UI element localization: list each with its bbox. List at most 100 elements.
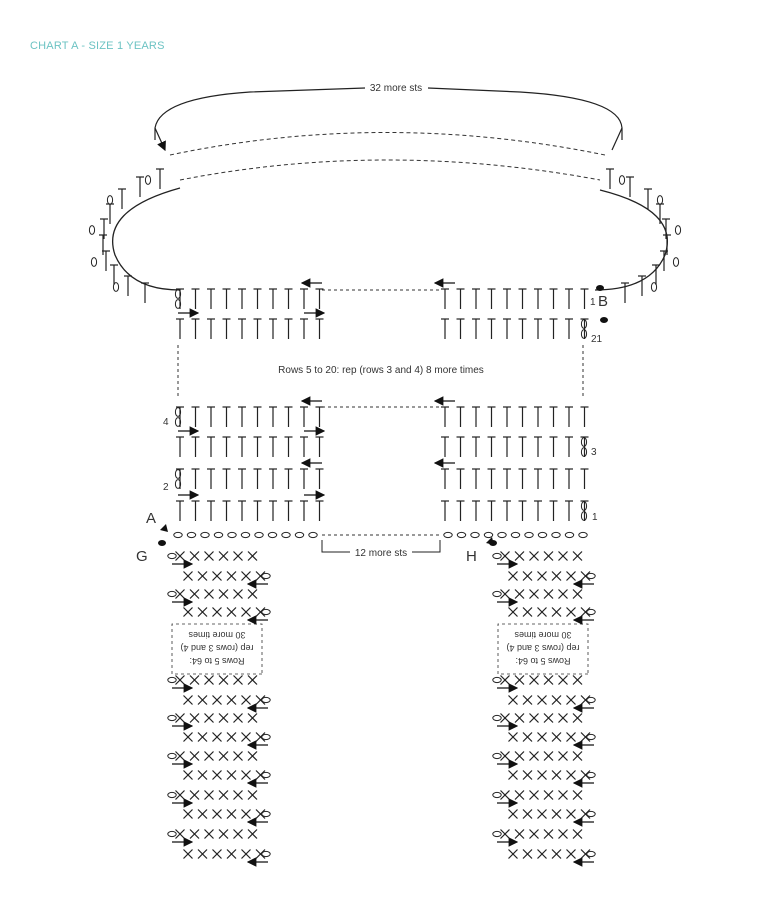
sc-stitch (522, 809, 533, 819)
sc-stitch (529, 675, 539, 685)
marker-g: G (136, 548, 148, 565)
chain-stitch (586, 696, 596, 704)
sc-stitch (580, 695, 591, 705)
chain-stitch (483, 531, 494, 539)
sc-stitch (189, 551, 200, 561)
sc-stitch (189, 675, 200, 685)
sc-stitch (218, 551, 229, 561)
chain-stitch (586, 810, 596, 818)
sc-stitch (508, 695, 518, 705)
chain-stitch (213, 531, 224, 539)
marker-triangle (160, 524, 168, 532)
sc-stitch (255, 571, 266, 581)
chain-stitch (267, 531, 278, 539)
sc-stitch (572, 790, 583, 800)
sc-stitch (226, 732, 237, 742)
sc-stitch (543, 551, 554, 561)
sc-stitch (514, 675, 525, 685)
sc-stitch (529, 589, 539, 599)
chain-stitch (174, 417, 182, 427)
chain-stitch (254, 531, 264, 539)
sc-stitch (551, 695, 562, 705)
chain-stitch (586, 733, 596, 741)
chain-stitch (261, 608, 271, 616)
chain-stitch (186, 531, 197, 539)
sc-stitch (218, 589, 229, 599)
sc-stitch (212, 809, 222, 819)
chain-stitch (200, 531, 210, 539)
chain-stitch (167, 590, 177, 598)
chain-stitch (294, 531, 305, 539)
row-label-1b: 1 (590, 297, 596, 308)
chain-stitch (167, 752, 177, 760)
sc-stitch (543, 751, 554, 761)
chain-stitch (492, 752, 502, 760)
sc-stitch (508, 732, 518, 742)
chain-stitch (106, 195, 114, 205)
chain-stitch (456, 531, 467, 539)
more-sts-bottom-label: 12 more sts (355, 548, 407, 559)
chain-stitch (492, 791, 502, 799)
sc-stitch (233, 551, 243, 561)
marker-dot (158, 540, 166, 546)
sc-stitch (537, 849, 547, 859)
sc-stitch (183, 770, 193, 780)
chain-stitch (261, 696, 271, 704)
sc-stitch (558, 713, 568, 723)
chain-stitch (261, 733, 271, 741)
sc-stitch (175, 675, 185, 685)
sc-stitch (197, 607, 208, 617)
chain-stitch (443, 531, 453, 539)
sc-stitch (255, 695, 266, 705)
sc-stitch (218, 790, 229, 800)
sc-stitch (514, 551, 525, 561)
sc-stitch (572, 713, 583, 723)
panel-dashed-connectors (177, 289, 584, 536)
sc-stitch (566, 809, 576, 819)
chain-stitch (174, 407, 182, 417)
sc-stitch (508, 849, 518, 859)
sc-stitch (233, 713, 243, 723)
sc-stitch (500, 551, 510, 561)
sc-stitch (255, 770, 266, 780)
sc-stitch (226, 571, 237, 581)
sc-stitch (580, 849, 591, 859)
chain-stitch (88, 225, 96, 235)
sc-stitch (529, 829, 539, 839)
sc-stitch (183, 571, 193, 581)
sc-stitch (566, 732, 576, 742)
sc-stitch (508, 770, 518, 780)
chain-stitch (580, 329, 588, 339)
chain-stitch (672, 257, 680, 267)
chain-stitch (167, 714, 177, 722)
sleeve-note-left-line1: Rows 5 to 64: (189, 656, 244, 666)
row-label-21: 21 (591, 334, 603, 345)
sc-stitch (558, 751, 568, 761)
sc-stitch (529, 713, 539, 723)
sc-stitch (175, 829, 185, 839)
sc-stitch (197, 732, 208, 742)
rows-repeat-label: Rows 5 to 20: rep (rows 3 and 4) 8 more … (278, 365, 484, 376)
chain-stitch (492, 590, 502, 598)
sc-stitch (537, 770, 547, 780)
sc-stitch (255, 607, 266, 617)
sc-stitch (226, 607, 237, 617)
sc-stitch (204, 829, 214, 839)
sc-stitch (226, 695, 237, 705)
chain-stitch (492, 714, 502, 722)
sc-stitch (197, 849, 208, 859)
sc-stitch (522, 571, 533, 581)
sc-stitch (218, 829, 229, 839)
chain-stitch (580, 319, 588, 329)
sc-stitch (212, 695, 222, 705)
sc-stitch (241, 732, 251, 742)
sc-stitch (255, 732, 266, 742)
chain-stitch (586, 608, 596, 616)
marker-dot (600, 317, 608, 323)
sleeve-note-right-line3: 30 more times (514, 630, 572, 640)
sc-stitch (226, 770, 237, 780)
sc-stitch (580, 607, 591, 617)
row-label-1: 1 (592, 512, 598, 523)
sleeve-note-left-line3: 30 more times (188, 630, 246, 640)
sc-stitch (204, 790, 214, 800)
